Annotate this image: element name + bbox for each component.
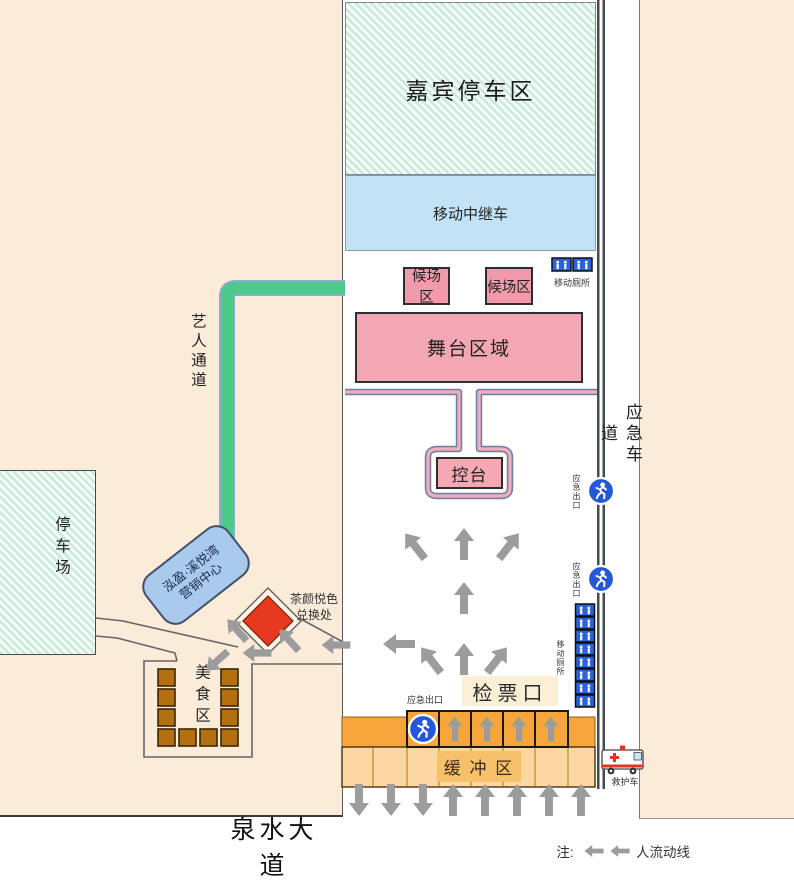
stage-label: 舞台区域 <box>426 339 511 360</box>
lane-line-inner <box>602 0 605 789</box>
gate-emergency-exit-label: 应急出口 <box>406 694 443 705</box>
running-person-icon <box>586 564 616 594</box>
road-flow-arrow <box>413 784 433 816</box>
console-label: 控台 <box>451 465 488 485</box>
exchange-label: 茶颜悦色 兑换处 <box>284 591 344 623</box>
road-title: 泉水大道 <box>230 816 318 880</box>
gate-flow-arrow <box>543 716 559 742</box>
ambulance-label: 救护车 <box>611 776 639 787</box>
mobile-toilet-icon <box>574 603 596 617</box>
crowd-flow-arrow <box>421 647 445 676</box>
exchange-label-line2: 兑换处 <box>295 608 332 623</box>
legend-flow-arrow <box>584 844 604 858</box>
crowd-flow-arrow <box>405 533 429 562</box>
left-background-block <box>0 0 343 817</box>
gate-cell <box>470 710 505 748</box>
running-person-icon <box>407 713 439 745</box>
relay-vehicle-label: 移动中继车 <box>432 205 508 223</box>
legend-flow-label: 人流动线 <box>636 845 690 860</box>
waiting-area-1-label: 候场区 <box>412 269 441 306</box>
gate-flow-arrow <box>479 716 495 742</box>
gate-cells <box>406 710 569 748</box>
zone-parking-lot <box>0 470 96 655</box>
mobile-toilet-icon <box>574 629 596 643</box>
mobile-toilet-icon <box>574 694 596 708</box>
road-flow-arrow <box>475 784 495 816</box>
crowd-flow-arrow <box>454 528 474 560</box>
vip-parking-label: 嘉宾停车区 <box>405 77 536 104</box>
parking-lot-label: 停车场 <box>53 515 70 581</box>
ticket-gate-label: 检票口 <box>462 676 558 706</box>
lane-exit-1-label: 应急出口 <box>572 474 581 510</box>
mobile-toilet-icon <box>574 681 596 695</box>
crowd-flow-arrow <box>483 647 507 676</box>
zone-relay-vehicle: 移动中继车 <box>345 175 596 251</box>
gate-flow-arrow <box>447 716 463 742</box>
legend-note: 注: <box>556 845 574 860</box>
zone-stage: 舞台区域 <box>355 312 583 383</box>
legend-flow-arrow <box>610 844 630 858</box>
food-area-label: 美食区 <box>193 663 210 729</box>
gate-flow-arrow <box>511 716 527 742</box>
crowd-flow-arrow <box>383 634 415 654</box>
mobile-toilet-icon <box>574 642 596 656</box>
road-flow-arrow <box>539 784 559 816</box>
mobile-toilet-icon <box>572 257 593 272</box>
emergency-lane-label: 应急车道 <box>598 402 642 466</box>
buffer-zone-label: 缓 冲 区 <box>437 751 521 782</box>
zone-console: 控台 <box>436 457 503 489</box>
lane-line-outer <box>597 0 600 789</box>
gate-cell <box>406 710 441 748</box>
mobile-toilet-icon <box>574 668 596 682</box>
crowd-flow-arrow <box>454 643 474 675</box>
artist-passage-label: 艺人通道 <box>189 313 206 391</box>
road-flow-arrow <box>381 784 401 816</box>
mobile-toilet-icon <box>574 616 596 630</box>
mobile-toilet-icon <box>574 655 596 669</box>
gate-cell <box>438 710 473 748</box>
zone-waiting-area-1: 候场区 <box>403 267 450 306</box>
gate-cell <box>502 710 537 748</box>
running-person-icon <box>586 476 616 506</box>
lane-exit-2-label: 应急出口 <box>572 562 581 598</box>
zone-waiting-area-2: 候场区 <box>485 267 533 305</box>
road-flow-arrow <box>443 784 463 816</box>
waiting-area-2-label: 候场区 <box>487 279 531 296</box>
road-flow-arrow <box>349 784 369 816</box>
toilet-side-label: 移动厕所 <box>556 640 565 676</box>
gate-cell <box>534 710 569 748</box>
toilet-top-label: 移动厕所 <box>553 277 590 288</box>
road-flow-arrow <box>507 784 527 816</box>
mobile-toilet-icon <box>551 257 572 272</box>
exchange-label-line1: 茶颜悦色 <box>289 592 338 606</box>
crowd-flow-arrow <box>454 582 474 614</box>
crowd-flow-arrow <box>495 533 519 562</box>
ambulance-icon <box>601 745 644 775</box>
zone-vip-parking: 嘉宾停车区 <box>345 2 596 175</box>
right-background-block <box>639 0 794 819</box>
road-flow-arrow <box>571 784 591 816</box>
gate-band <box>341 716 596 748</box>
